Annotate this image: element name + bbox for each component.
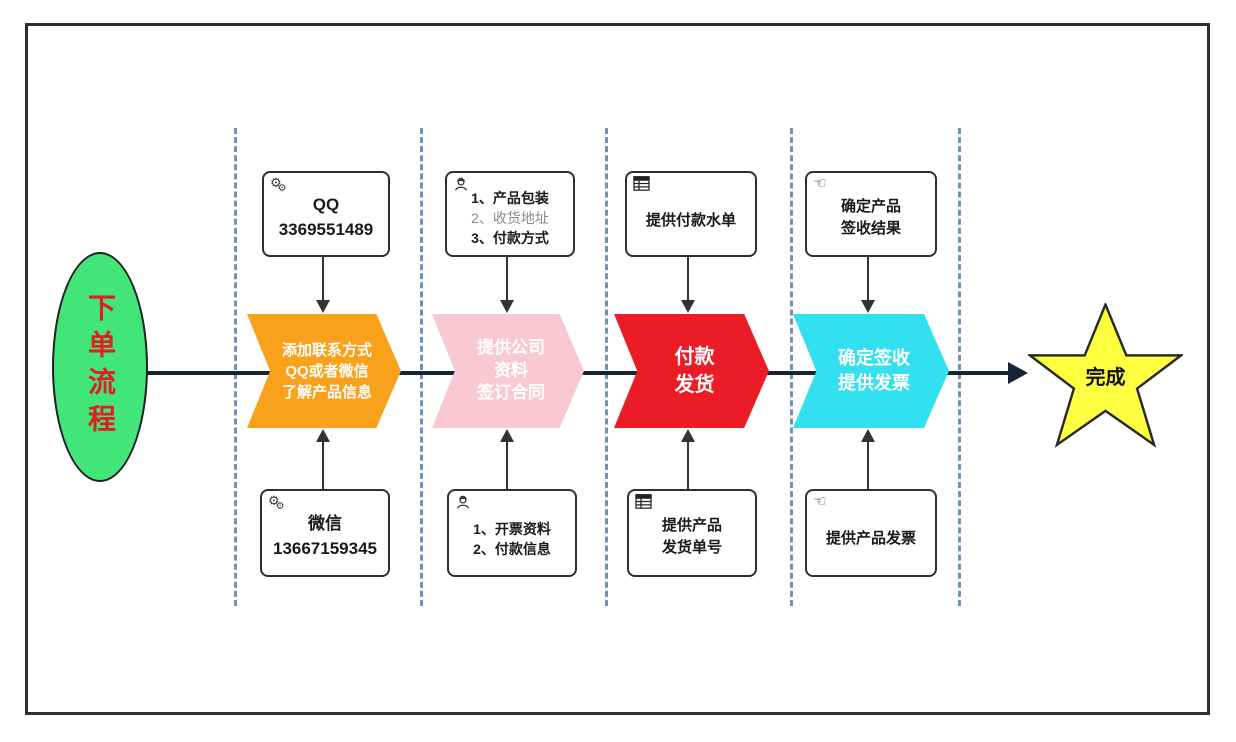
step-chevron-pay-ship: 付款 发货 (614, 314, 769, 428)
step-label-line: 确定签收 (838, 347, 910, 368)
pointing-hand-icon: ☞ (813, 175, 827, 192)
note-line: 1、开票资料 (473, 520, 551, 537)
note-line: 发货单号 (661, 539, 722, 556)
note-line: 提供付款水单 (645, 212, 736, 230)
step-chevron-add-contact: 添加联系方式 QQ或者微信 了解产品信息 (247, 314, 401, 428)
note-line: 3369551489 (278, 220, 374, 239)
note-line: 1、产品包装 (471, 189, 549, 206)
arrowhead-up-icon (500, 429, 514, 442)
step-label-line: 添加联系方式 (281, 341, 372, 359)
main-flow-arrowhead-icon (1008, 362, 1028, 384)
lane-divider-2 (420, 128, 423, 606)
note-line: 确定产品 (840, 198, 901, 216)
note-line: 提供产品发票 (825, 530, 916, 548)
start-node: 下单流程 (52, 252, 148, 482)
engineer-icon (453, 176, 469, 197)
lane-divider-1 (234, 128, 237, 606)
step-chevron-company-info: 提供公司 资料 签订合同 (432, 314, 584, 428)
note-box-product-invoice: ☞ 提供产品发票 (805, 489, 937, 577)
connector-line (687, 441, 689, 489)
note-line: 2、付款信息 (473, 541, 551, 557)
connector-line (506, 441, 508, 489)
arrowhead-down-icon (316, 300, 330, 313)
note-line: 微信 (307, 514, 342, 534)
note-box-shipping-number: 提供产品 发货单号 (627, 489, 757, 577)
lane-divider-5 (958, 128, 961, 606)
note-line: QQ (312, 195, 340, 215)
step-label-line: 提供发票 (838, 373, 910, 393)
note-box-wechat: ⚙⚙ 微信 13667159345 (260, 489, 390, 577)
note-box-qq: ⚙⚙ QQ 3369551489 (262, 171, 390, 257)
step-label-line: 提供公司 (477, 337, 545, 357)
step-chevron-sign-invoice: 确定签收 提供发票 (793, 314, 949, 428)
gears-icon: ⚙⚙ (270, 175, 287, 194)
step-label-line: 资料 (494, 360, 528, 380)
step-label-line: 发货 (674, 374, 715, 396)
arrowhead-up-icon (861, 429, 875, 442)
arrowhead-up-icon (316, 429, 330, 442)
gears-icon: ⚙⚙ (268, 493, 285, 512)
note-line: 13667159345 (272, 539, 377, 558)
arrowhead-up-icon (681, 429, 695, 442)
arrowhead-down-icon (861, 300, 875, 313)
note-box-order-details: 1、产品包装 2、收货地址 3、付款方式 (445, 171, 575, 257)
engineer-icon (455, 494, 471, 515)
finish-node: 完成 (1026, 301, 1185, 451)
connector-line (322, 255, 324, 301)
lane-divider-3 (605, 128, 608, 606)
note-line: 2、收货地址 (471, 209, 549, 226)
star-shape (1026, 301, 1185, 448)
connector-line (867, 441, 869, 489)
connector-line (687, 255, 689, 301)
note-box-invoice-info: 1、开票资料 2、付款信息 (447, 489, 577, 577)
step-label-line: 了解产品信息 (281, 383, 372, 401)
arrowhead-down-icon (500, 300, 514, 313)
step-label-line: QQ或者微信 (285, 362, 369, 380)
connector-line (867, 255, 869, 301)
lane-divider-4 (790, 128, 793, 606)
pointing-hand-icon: ☞ (813, 493, 827, 510)
note-box-payment-slip: 提供付款水单 (625, 171, 757, 257)
step-label-line: 签订合同 (477, 383, 545, 403)
arrowhead-down-icon (681, 300, 695, 313)
table-icon (633, 176, 650, 196)
note-line: 签收结果 (840, 220, 901, 237)
table-icon (635, 494, 652, 514)
note-box-confirm-receipt: ☞ 确定产品 签收结果 (805, 171, 937, 257)
connector-line (506, 255, 508, 301)
step-label-line: 付款 (674, 346, 715, 368)
finish-node-label: 完成 (1085, 367, 1126, 389)
note-line: 3、付款方式 (471, 230, 549, 247)
start-node-label: 下单流程 (85, 293, 116, 441)
connector-line (322, 441, 324, 489)
note-line: 提供产品 (661, 517, 722, 535)
